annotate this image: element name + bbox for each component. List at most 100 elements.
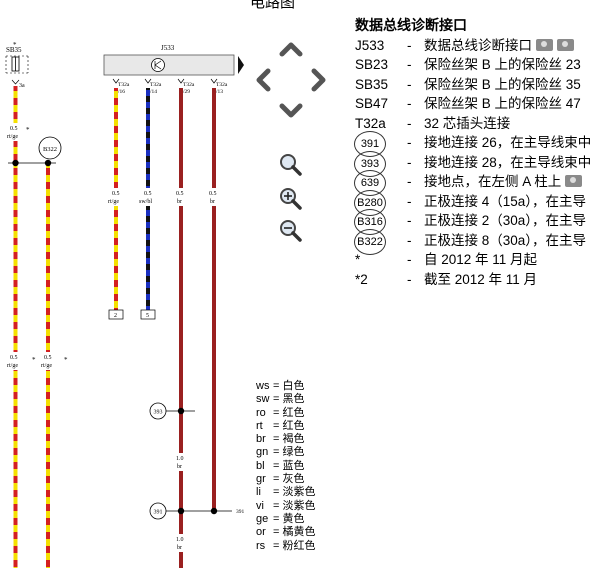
color-code: vi: [256, 499, 264, 512]
legend-desc-text: 接地点，在左侧 A 柱上: [424, 174, 562, 189]
legend-desc-text: 保险丝架 B 上的保险丝 23: [424, 57, 581, 72]
wire-size: 0.5: [10, 126, 18, 132]
svg-text:2: 2: [114, 313, 117, 319]
ground-391-node-2: [210, 507, 218, 515]
legend-desc: 自 2012 年 11 月起: [424, 250, 537, 270]
legend-desc-text: 保险丝架 B 上的保险丝 47: [424, 96, 581, 111]
legend-desc-text: 保险丝架 B 上的保险丝 35: [424, 76, 581, 92]
legend-desc: 正极连接 8（30a），在主导: [424, 231, 586, 251]
svg-text:391: 391: [154, 510, 163, 516]
wire-ground-2: [212, 88, 216, 511]
equals-sign: =: [273, 539, 283, 552]
wire-color: rt/ge: [108, 199, 119, 205]
legend-row: B280-正极连接 4（15a），在主导: [354, 189, 586, 216]
legend-code-circle: B322: [354, 228, 386, 255]
pin-2: T32a /14: [144, 78, 162, 95]
equals-sign: =: [273, 512, 283, 525]
color-code: br: [256, 433, 266, 446]
legend-row: J533-数据总线诊断接口: [355, 36, 574, 56]
legend-code: SB35: [355, 76, 389, 92]
color-code-row: ws= 白色: [256, 380, 315, 393]
wire-ground-1: [179, 88, 183, 568]
svg-text:T32a: T32a: [216, 82, 228, 88]
fuse-label: SB35: [6, 46, 22, 54]
star-mark: *: [13, 41, 17, 49]
legend-desc: 接地连接 26，在主导线束中: [424, 133, 591, 153]
legend-desc-text: 正极连接 8（30a），在主导: [424, 232, 587, 248]
legend-dash: -: [407, 96, 412, 111]
wire-sb35-out: [13, 86, 18, 568]
legend-row: 391-接地连接 26，在主导线束中: [354, 131, 591, 157]
legend-desc-text: 截至 2012 年 11 月: [424, 271, 538, 287]
color-name: 黑色: [282, 393, 305, 406]
legend-dash: -: [407, 154, 412, 170]
ref-box-2: [108, 309, 124, 320]
legend-row: * -自 2012 年 11 月起: [355, 250, 537, 270]
legend-dash: -: [407, 252, 412, 267]
color-name: 粉红色: [282, 539, 316, 552]
wire-size: 0.5: [44, 355, 52, 361]
color-code-row: vi= 淡紫色: [256, 500, 315, 513]
module-j533-box: [103, 54, 235, 76]
b322-label: B322: [43, 146, 57, 153]
fuse-pin: 3a: [19, 83, 25, 89]
b322-circle: [38, 136, 62, 160]
legend-row: SB35-保险丝架 B 上的保险丝 35: [355, 75, 581, 95]
camera-icon[interactable]: [536, 38, 553, 51]
legend-code: SB47: [355, 96, 389, 111]
legend-desc-text: 接地连接 26，在主导线束中: [424, 135, 592, 150]
zoom-out-icon[interactable]: [280, 220, 302, 242]
page-title: 电路图: [250, 0, 296, 11]
svg-text:/13: /13: [216, 89, 223, 95]
arrow-up-icon[interactable]: [279, 42, 303, 57]
legend-dash: -: [407, 37, 412, 53]
color-name: 红色: [282, 406, 305, 419]
color-code: ws: [256, 380, 270, 392]
star-mark: *: [64, 356, 68, 364]
arrow-down-icon[interactable]: [279, 103, 303, 118]
ground-391-node: [177, 507, 185, 515]
arrow-right-icon[interactable]: [311, 68, 326, 92]
equals-sign: =: [273, 473, 283, 486]
equals-sign: =: [273, 526, 283, 539]
color-code-row: rs= 粉红色: [256, 540, 315, 553]
color-code: gr: [256, 473, 266, 486]
zoom-icon[interactable]: [280, 154, 302, 176]
color-code: bl: [256, 459, 265, 472]
arrow-left-icon[interactable]: [256, 68, 271, 92]
color-code-row: ge= 黄色: [256, 513, 315, 526]
wire-color: rt/ge: [7, 134, 18, 140]
equals-sign: =: [273, 446, 283, 459]
legend-row: SB47 -保险丝架 B 上的保险丝 47: [355, 94, 581, 114]
legend-code: T32a: [355, 115, 386, 131]
legend-code: *: [355, 252, 361, 267]
legend-desc-text: 正极连接 2（30a），在主导: [424, 213, 587, 228]
legend-dash: -: [407, 213, 412, 228]
legend-row: *2-截至 2012 年 11 月: [355, 270, 537, 290]
color-name: 橘黄色: [282, 526, 316, 539]
color-code: or: [256, 526, 266, 539]
pin-3: T32a /29: [177, 78, 195, 95]
legend-desc: 保险丝架 B 上的保险丝 23: [424, 55, 581, 75]
legend-dash: -: [407, 232, 412, 248]
nav-right-arrow-icon[interactable]: [238, 56, 244, 74]
ref-box-5: [140, 309, 156, 320]
legend-desc: 截至 2012 年 11 月: [424, 270, 537, 290]
zoom-in-icon[interactable]: [280, 188, 302, 210]
color-code-row: bl= 蓝色: [256, 460, 315, 473]
legend-desc: 接地点，在左侧 A 柱上: [424, 172, 583, 192]
camera-icon[interactable]: [557, 38, 574, 51]
svg-text:T32a: T32a: [183, 82, 195, 88]
camera-icon[interactable]: [565, 175, 583, 187]
legend-row: T32a-32 芯插头连接: [355, 114, 510, 134]
legend-desc: 正极连接 4（15a），在主导: [424, 192, 586, 212]
wire-color: br: [210, 199, 215, 205]
legend-code: SB23: [355, 57, 389, 72]
color-name: 黄色: [282, 512, 305, 525]
equals-sign: =: [273, 380, 283, 392]
ground-393-node: [177, 407, 185, 415]
equals-sign: =: [273, 433, 283, 446]
legend-row: B322 -正极连接 8（30a），在主导: [354, 228, 586, 255]
pin-4: T32a /13: [210, 78, 228, 95]
